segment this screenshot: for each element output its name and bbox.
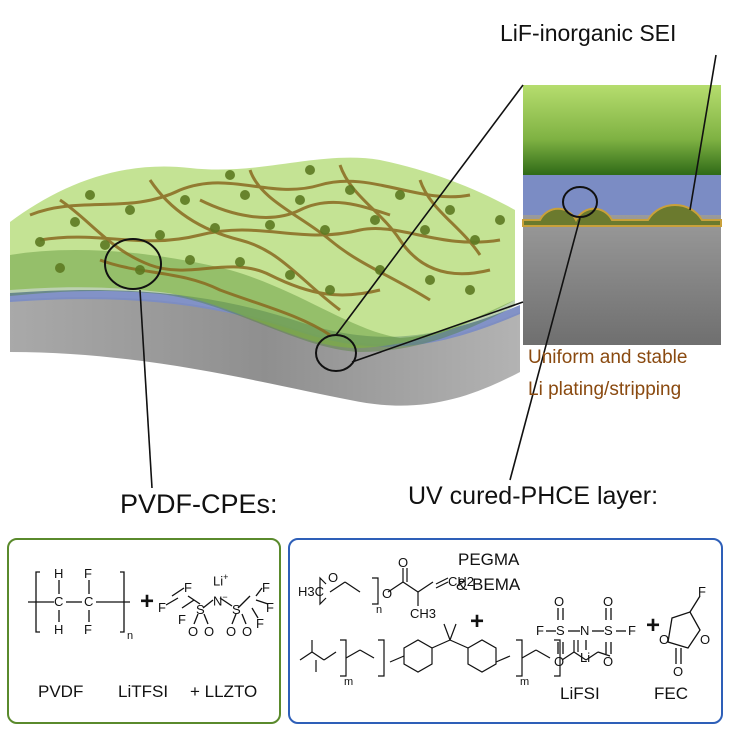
bema-name: & BEMA <box>456 575 521 594</box>
atom-li-plus: Li+ <box>213 572 229 589</box>
atom-ch3: CH3 <box>410 606 437 621</box>
lifsi-structure <box>546 608 626 654</box>
pegma-name: PEGMA <box>458 550 520 569</box>
atom-f-bottom: F <box>84 622 92 637</box>
atom-o-fec-1: O <box>659 632 670 647</box>
zoom-line-bottom <box>351 301 524 363</box>
pvdf-pointer-line <box>139 289 153 489</box>
atom-s-lifsi-2: S <box>604 623 613 638</box>
pvdf-cpe-box <box>7 538 281 724</box>
atom-s-2: S <box>232 602 241 617</box>
atom-h-top: H <box>54 566 64 581</box>
pvdf-name: PVDF <box>38 682 84 701</box>
bema-structure <box>299 623 611 677</box>
layered-sheet <box>10 157 520 406</box>
zoom-circle-film <box>104 238 162 290</box>
litfsi-name: LiTFSI <box>118 682 169 701</box>
atom-f-fec: F <box>698 584 706 599</box>
sei-label: LiF-inorganic SEI <box>500 20 677 46</box>
sei-pointer-line <box>689 54 717 211</box>
atom-n-lifsi: N <box>580 623 590 638</box>
interface-inset <box>522 85 722 345</box>
atom-f-a: F <box>184 580 192 595</box>
atom-f-lifsi-2: F <box>628 623 636 638</box>
atom-f-f: F <box>256 616 264 631</box>
pvdf-cpes-label: PVDF-CPEs: <box>120 489 278 519</box>
bema-subscript-m-left: m <box>344 676 354 688</box>
atom-o-4: O <box>242 624 253 639</box>
atom-o-lifsi-4: O <box>603 654 614 669</box>
pegma-subscript-n: n <box>376 604 383 616</box>
atom-h-bottom: H <box>54 622 64 637</box>
phce-box <box>288 538 723 724</box>
atom-n-minus: N− <box>213 592 228 609</box>
atom-f-top: F <box>84 566 92 581</box>
pvdf-cpe-film <box>10 157 515 349</box>
llzto-particles <box>35 165 505 295</box>
zoom-circle-inset <box>562 186 598 218</box>
fec-name: FEC <box>654 684 688 703</box>
uv-layer-label: UV cured-PHCE layer: <box>408 482 659 510</box>
atom-o-lifsi-3: O <box>554 654 565 669</box>
atom-o-chain: O <box>328 570 339 585</box>
lifsi-name: LiFSI <box>560 684 600 703</box>
sei-bumps <box>522 204 722 227</box>
caption-line-2: Li plating/stripping <box>528 379 682 400</box>
zoom-line-top <box>335 84 524 336</box>
pegma-structure <box>319 568 449 606</box>
uv-pointer-line <box>509 217 581 481</box>
atom-o-carbonyl: O <box>398 555 409 570</box>
atom-s-lifsi-1: S <box>556 623 565 638</box>
atom-o-fec-3: O <box>673 664 684 679</box>
atom-f-d: F <box>262 580 270 595</box>
litfsi-structure <box>165 587 269 625</box>
atom-li-lifsi: Li <box>580 650 591 665</box>
atom-ch2: CH2 <box>448 574 475 589</box>
plus-sign-right-1: + <box>470 608 485 635</box>
atom-o-lifsi-2: O <box>603 594 614 609</box>
bema-subscript-m-right: m <box>520 676 530 688</box>
atom-c-2: C <box>84 594 94 609</box>
llzto-name: + LLZTO <box>190 682 258 701</box>
plus-sign-right-2: + <box>646 612 661 639</box>
plus-sign-left: + <box>140 588 155 615</box>
atom-o-2: O <box>204 624 215 639</box>
atom-o-ester: O <box>382 586 393 601</box>
atom-o-1: O <box>188 624 199 639</box>
atom-f-lifsi-1: F <box>536 623 544 638</box>
film-shadow <box>10 250 515 352</box>
atom-h3c: H3C <box>298 584 325 599</box>
atom-o-lifsi-1: O <box>554 594 565 609</box>
caption-line-1: Uniform and stable <box>528 347 688 368</box>
atom-o-fec-2: O <box>700 632 711 647</box>
fec-structure <box>667 595 701 664</box>
plating-caption: Uniform and stable Li plating/stripping <box>528 342 687 406</box>
pvdf-structure <box>28 571 130 633</box>
atom-s-1: S <box>196 602 205 617</box>
atom-f-b: F <box>158 600 166 615</box>
lithium-base-layer <box>10 297 520 406</box>
pvdf-subscript-n: n <box>127 630 134 642</box>
atom-c-1: C <box>54 594 64 609</box>
atom-f-e: F <box>266 600 274 615</box>
atom-o-3: O <box>226 624 237 639</box>
atom-f-c: F <box>178 612 186 627</box>
